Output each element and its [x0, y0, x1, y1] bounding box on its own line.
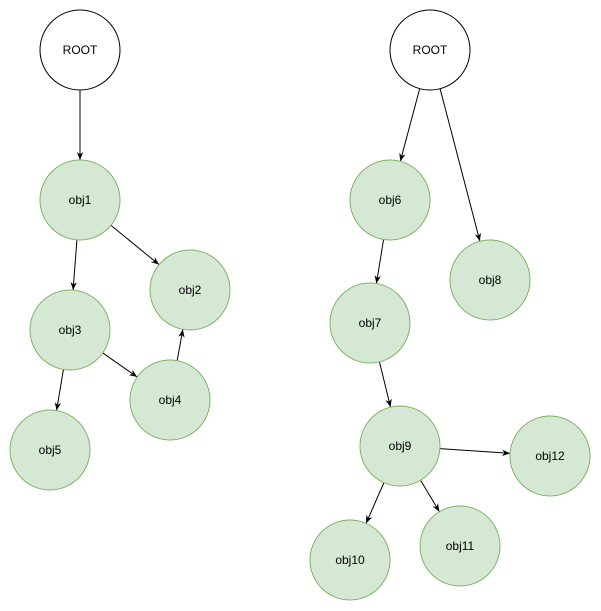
node-root-left-label: ROOT: [63, 43, 98, 57]
node-obj7-circle: [329, 282, 411, 364]
edge-obj9-to-obj10: [365, 482, 385, 524]
edge-obj4-to-obj2: [176, 329, 185, 361]
node-obj7-label: obj7: [359, 316, 382, 330]
node-obj10-circle: [309, 519, 391, 601]
node-obj4-label: obj4: [159, 393, 182, 407]
node-obj1-circle: [39, 159, 121, 241]
node-obj9: obj9: [359, 405, 441, 487]
node-obj9-circle: [359, 405, 441, 487]
node-obj10-label: obj10: [335, 553, 365, 567]
edge-root-right-to-obj8: [439, 88, 481, 242]
node-root-left-circle: [39, 9, 121, 91]
node-obj1-label: obj1: [69, 193, 92, 207]
node-obj5-label: obj5: [39, 443, 62, 457]
node-obj8-label: obj8: [479, 273, 502, 287]
node-obj5-circle: [9, 409, 91, 491]
node-obj2: obj2: [149, 249, 231, 331]
node-obj4: obj4: [129, 359, 211, 441]
node-obj7: obj7: [329, 282, 411, 364]
node-obj11-label: obj11: [446, 539, 475, 553]
node-obj10: obj10: [309, 519, 391, 601]
node-root-left: ROOT: [39, 9, 121, 91]
edge-obj1-to-obj2: [110, 224, 160, 266]
edges-layer: [54, 88, 511, 524]
node-root-right: ROOT: [389, 9, 471, 91]
edge-root-right-to-obj6: [399, 88, 421, 162]
node-obj4-circle: [129, 359, 211, 441]
node-obj1: obj1: [39, 159, 121, 241]
node-obj2-circle: [149, 249, 231, 331]
node-root-right-label: ROOT: [413, 43, 448, 57]
edge-obj3-to-obj4: [102, 352, 138, 378]
edge-obj7-to-obj9: [378, 361, 392, 408]
node-obj11-circle: [419, 505, 501, 587]
node-obj8: obj8: [449, 239, 531, 321]
node-obj6-circle: [349, 159, 431, 241]
edge-obj1-to-obj3: [70, 239, 78, 291]
node-obj11: obj11: [419, 505, 501, 587]
node-obj3-label: obj3: [59, 323, 82, 337]
node-root-right-circle: [389, 9, 471, 91]
node-obj8-circle: [449, 239, 531, 321]
node-obj9-label: obj9: [389, 439, 412, 453]
node-obj2-label: obj2: [179, 283, 202, 297]
node-obj5: obj5: [9, 409, 91, 491]
node-obj12-circle: [509, 415, 591, 497]
nodes-layer: ROOT ROOT obj1 obj2 obj3 obj4 obj5 obj6: [9, 9, 591, 601]
node-obj3: obj3: [29, 289, 111, 371]
edge-obj3-to-obj5: [54, 369, 64, 411]
node-obj6: obj6: [349, 159, 431, 241]
edge-obj9-to-obj11: [420, 480, 440, 512]
node-obj12: obj12: [509, 415, 591, 497]
node-obj3-circle: [29, 289, 111, 371]
edge-obj9-to-obj12: [439, 448, 511, 456]
edge-obj6-to-obj7: [374, 239, 385, 284]
node-obj6-label: obj6: [379, 193, 402, 207]
node-obj12-label: obj12: [535, 449, 565, 463]
